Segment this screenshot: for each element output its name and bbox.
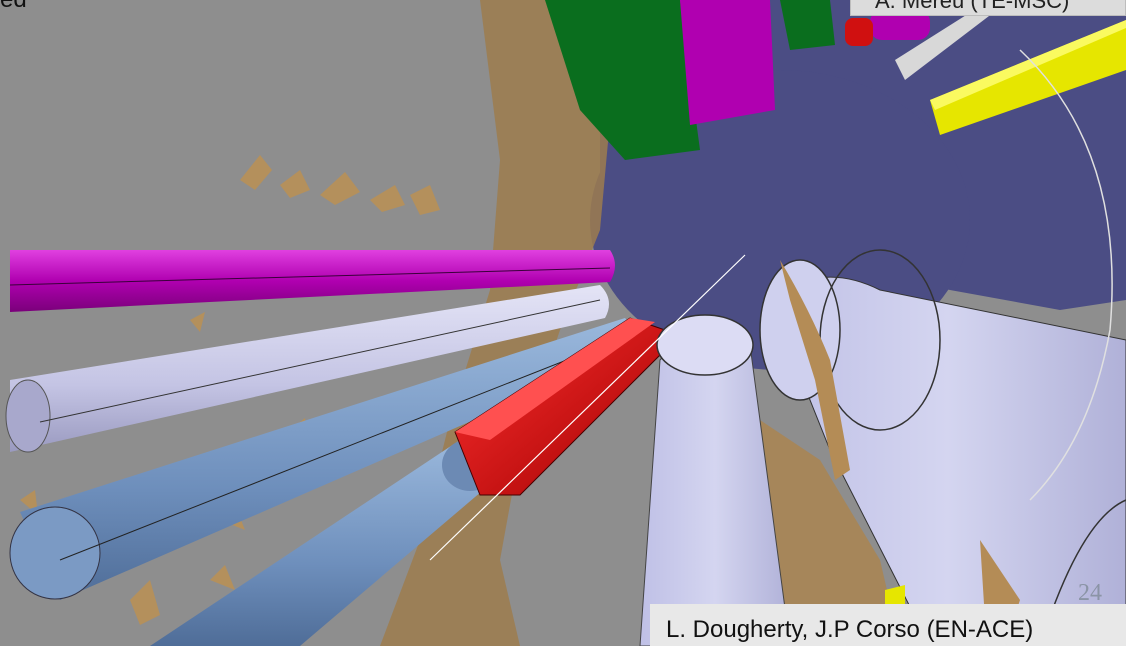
steel-blue-pipe-lower — [150, 440, 495, 646]
green-structure — [545, 0, 700, 160]
magenta-structure-top — [680, 0, 775, 125]
beam-trace — [429, 254, 746, 561]
credit-label: L. Dougherty, J.P Corso (EN-ACE) — [650, 604, 1126, 646]
steel-blue-pipe — [20, 318, 634, 600]
slide-number: 24 — [1078, 580, 1102, 606]
magenta-pipe — [10, 250, 615, 312]
title-fragment: ed — [0, 0, 27, 12]
rock-strip — [780, 260, 850, 480]
author-label-top: A. Mereu (TE-MSC) — [850, 0, 1126, 16]
grey-beam — [895, 0, 1010, 80]
lavender-pipe — [10, 285, 609, 452]
rock-surface-bottom — [760, 420, 900, 646]
